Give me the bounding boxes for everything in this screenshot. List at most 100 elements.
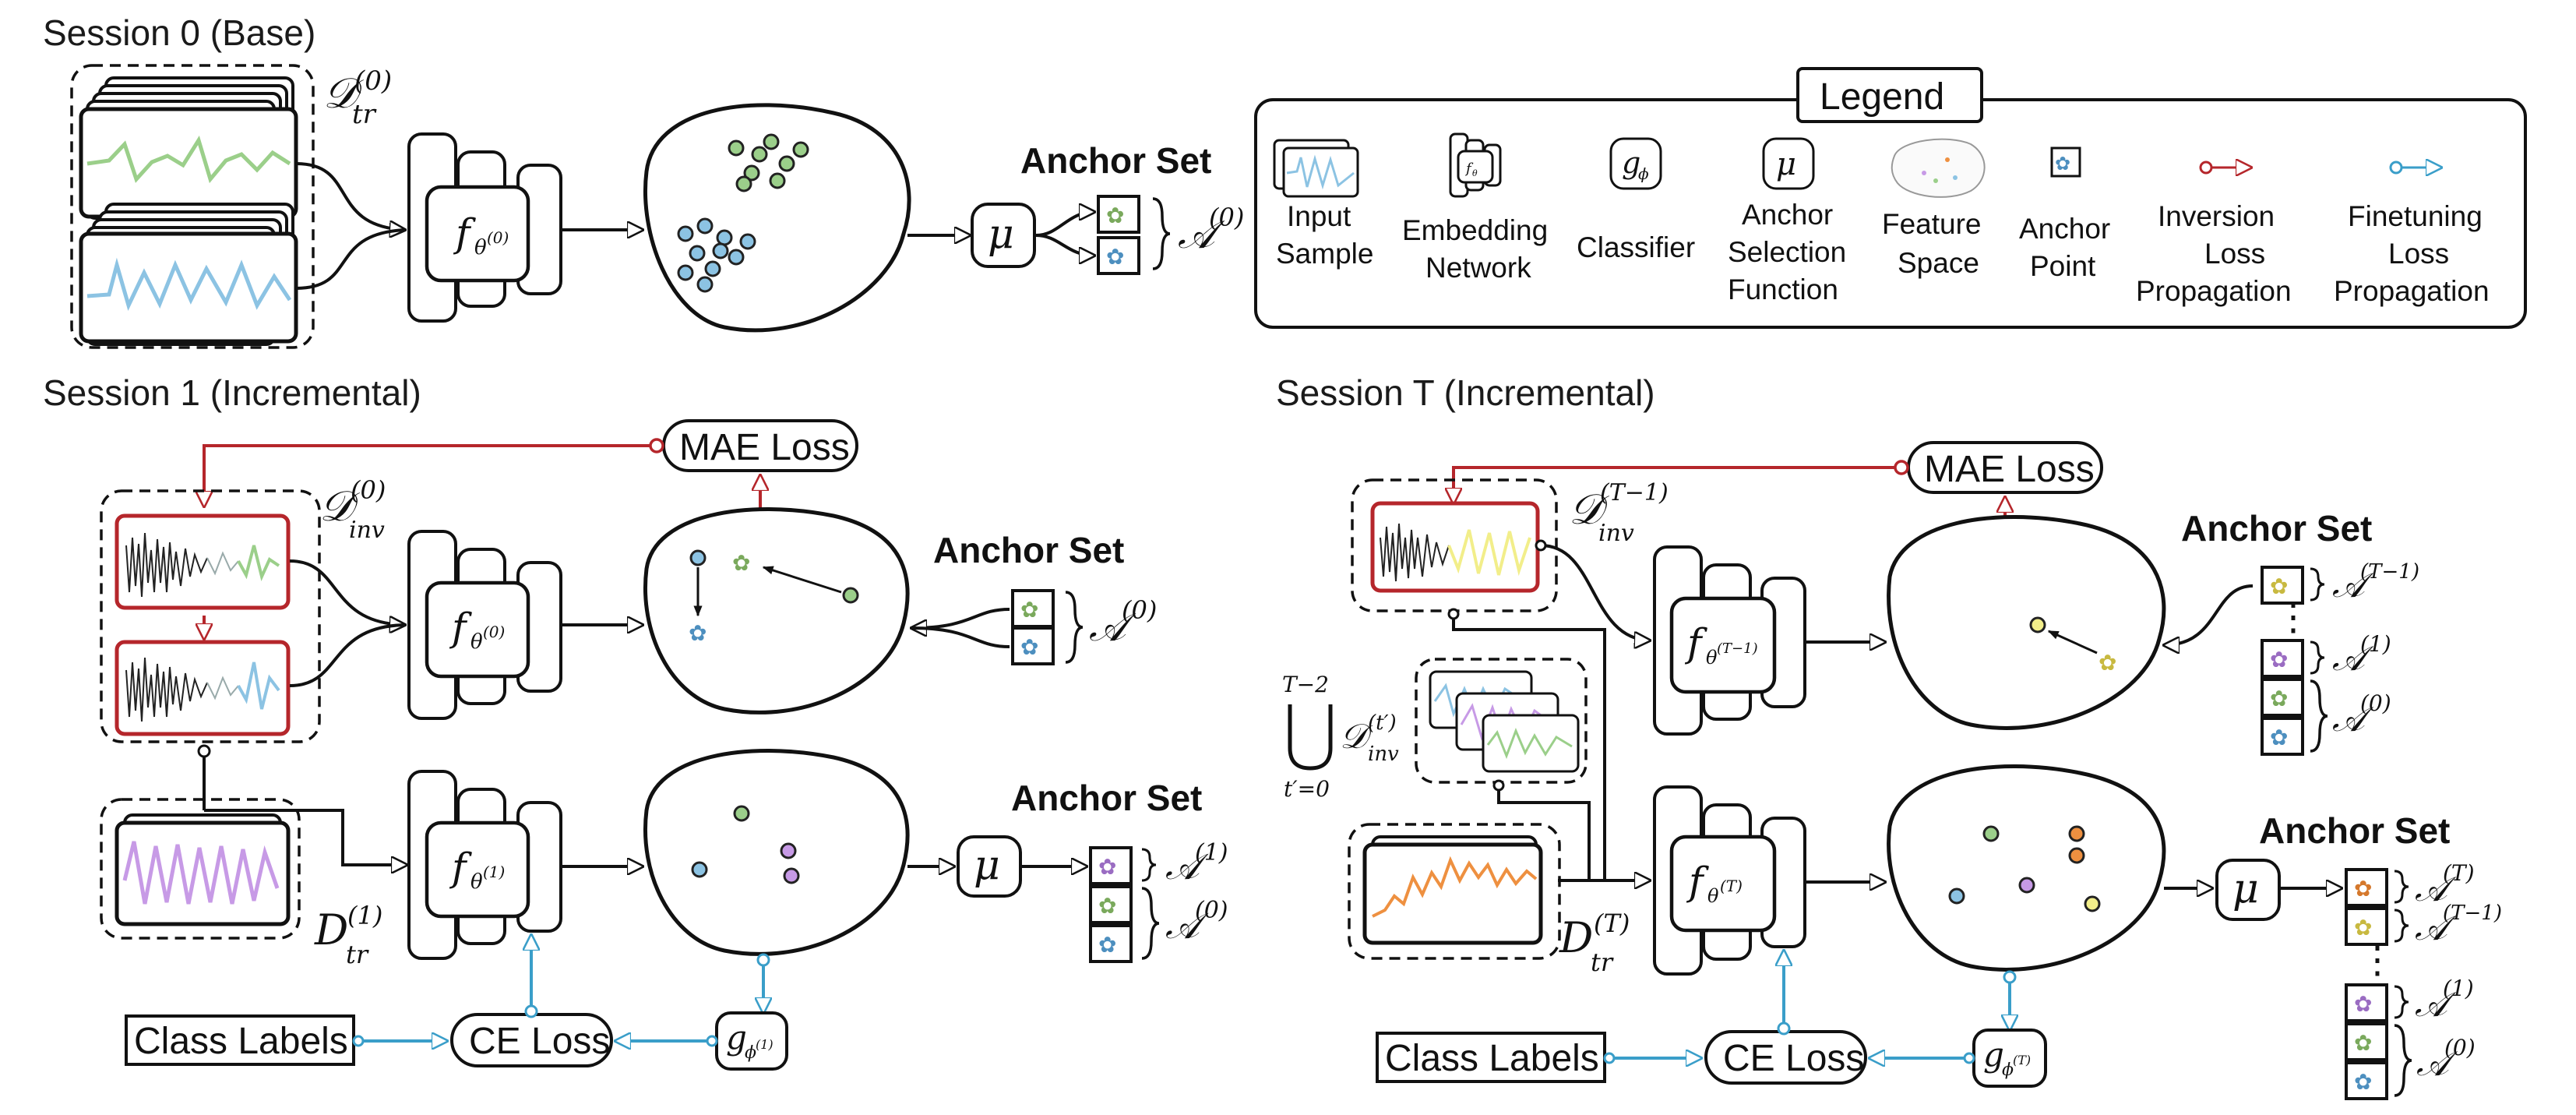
ce-loss-t-label: CE Loss (1723, 1038, 1864, 1079)
tr-data-1-sup: (1) (347, 901, 382, 930)
feature-space-t-top: ✿ (1887, 515, 2166, 730)
svg-text:θ: θ (1472, 168, 1478, 178)
legend-label-anchor-point-1: Anchor (2019, 213, 2110, 245)
svg-text:✿: ✿ (732, 551, 750, 575)
session-t-title: Session T (Incremental) (1276, 372, 1655, 413)
inverted-sample-yellow (1370, 501, 1540, 593)
inverted-sample-green (115, 513, 291, 610)
anchor-point-0-b: ✿ (1097, 236, 1140, 275)
legend-label-classifier: Classifier (1577, 231, 1695, 263)
tr-data-t-sup: (T) (1594, 909, 1630, 938)
anchor-fn-0-symbol: μ (988, 211, 1014, 258)
svg-text:✿: ✿ (2354, 916, 2372, 940)
ce-loss-1-label: CE Loss (469, 1021, 610, 1062)
session-1-title: Session 1 (Incremental) (43, 372, 421, 413)
union-top: T−2 (1282, 672, 1329, 697)
svg-text:g: g (1622, 146, 1640, 180)
anchor-point-1-bottom-c: ✿ (1089, 924, 1133, 963)
inv-data-1-sup: (0) (351, 475, 386, 505)
session-t-anchor-title-bottom: Anchor Set (2259, 810, 2450, 851)
legend-classifier-icon: g ϕ (1609, 137, 1662, 190)
anchor-set-1-sup-a: (1) (1195, 839, 1228, 866)
anchor-set-t-bottom-sup-d: (0) (2444, 1035, 2476, 1060)
input-sample-stack-green (79, 76, 298, 220)
tr-data-t-label: D (1559, 913, 1593, 962)
anchor-set-t-bottom-sup-c: (1) (2443, 976, 2474, 1001)
class-labels-1-text: Class Labels (134, 1021, 348, 1062)
legend-anchor-point-icon: ✿ (2050, 146, 2081, 178)
legend-label-finetuning: Finetuning (2348, 200, 2483, 232)
legend-label-ft-loss: Loss (2388, 238, 2449, 270)
svg-text:ϕ: ϕ (745, 1043, 756, 1063)
anchor-point-t-top-c: ✿ (2261, 678, 2304, 717)
anchor-point-t-bottom-a: ✿ (2345, 868, 2388, 907)
legend-input-sample-icon (1273, 139, 1359, 198)
legend-label-inv-propagation: Propagation (2136, 275, 2292, 307)
svg-text:✿: ✿ (1020, 598, 1038, 622)
legend-label-anchor-point-2: Point (2030, 250, 2096, 282)
anchor-selection-fn-0 (971, 203, 1036, 268)
session-0-anchor-title: Anchor Set (1020, 140, 1211, 181)
anchor-point-1-top-b: ✿ (1011, 626, 1055, 665)
training-sample-purple (115, 813, 291, 926)
encoder-t-bottom-sup: (T) (1720, 877, 1743, 895)
session-t: Session T (Incremental) MAE Loss 𝒟 (T−1)… (1276, 372, 2502, 1100)
legend-finetuning-arrow-icon (2389, 162, 2441, 173)
anchor-selection-fn-t (2215, 859, 2281, 921)
svg-text:✿: ✿ (1106, 203, 1124, 228)
legend-label-feature: Feature (1882, 208, 1982, 240)
svg-text:✿: ✿ (2270, 574, 2288, 598)
feature-space-0 (643, 103, 911, 333)
anchor-point-t-bottom-b: ✿ (2345, 907, 2388, 946)
svg-text:✿: ✿ (2354, 992, 2372, 1016)
training-data-sub: tr (352, 99, 377, 130)
legend-label-embedding: Embedding (1402, 214, 1548, 246)
anchor-fn-t-symbol: μ (2232, 866, 2259, 912)
anchor-point-1-top-a: ✿ (1011, 589, 1055, 628)
inverted-sample-blue (115, 640, 291, 736)
anchor-set-0-sup: (0) (1209, 203, 1244, 232)
anchor-point-1-bottom-b: ✿ (1089, 885, 1133, 924)
anchor-set-t-top-sup-c: (0) (2360, 690, 2391, 716)
anchor-point-t-bottom-e: ✿ (2345, 1061, 2388, 1100)
svg-text:✿: ✿ (2270, 686, 2288, 711)
legend-label-ft-propagation: Propagation (2334, 275, 2490, 307)
feature-space-1-top: ✿ ✿ (643, 507, 910, 715)
legend-title: Legend (1820, 76, 1944, 118)
anchor-set-t-top-sup-a: (T−1) (2360, 560, 2419, 584)
svg-text:✿: ✿ (2354, 1031, 2372, 1055)
svg-text:✿: ✿ (2099, 651, 2116, 675)
svg-text:✿: ✿ (1020, 635, 1038, 659)
svg-text:✿: ✿ (1106, 245, 1124, 269)
mae-loss-t-label: MAE Loss (1924, 449, 2095, 490)
ellipsis-t-top: ⋮ (2275, 597, 2312, 638)
anchor-point-t-top-d: ✿ (2261, 717, 2304, 756)
tr-data-1-sub: tr (346, 940, 369, 969)
legend-inversion-arrow-icon (2199, 162, 2251, 173)
legend-anchor-fn-icon: μ (1762, 137, 1815, 190)
legend-label-inversion: Inversion (2158, 200, 2275, 232)
session-1: Session 1 (Incremental) MAE Loss 𝒟 (0) i… (43, 372, 1228, 1071)
embedding-network-1-top: f θ (0) (407, 530, 562, 720)
anchor-point-1-bottom-a: ✿ (1089, 846, 1133, 885)
training-data-sup: (0) (354, 65, 392, 97)
training-data-group (70, 64, 315, 349)
anchor-point-0-a: ✿ (1097, 195, 1140, 234)
inv-data-t-sub: inv (1598, 520, 1634, 547)
encoder-1-bottom-sup: (1) (483, 863, 505, 881)
embedding-network-t-top: f θ (T−1) (1653, 545, 1806, 736)
svg-text:μ: μ (1776, 146, 1796, 182)
legend-label-anchor: Anchor (1742, 199, 1833, 231)
encoder-t-top-sup: (T−1) (1717, 640, 1758, 657)
anchor-point-t-bottom-d: ✿ (2345, 1022, 2388, 1061)
svg-text:θ: θ (1707, 885, 1719, 907)
training-data-group-t (1348, 823, 1561, 960)
svg-text:g: g (726, 1018, 747, 1057)
tr-data-1-label: D (314, 905, 348, 954)
anchor-set-1-top-sup: (0) (1122, 595, 1157, 625)
feature-space-1-bottom (643, 749, 910, 956)
ellipsis-t-bottom: ⋮ (2359, 940, 2396, 981)
svg-text:✿: ✿ (689, 621, 707, 645)
svg-text:ϕ: ϕ (2002, 1060, 2014, 1080)
